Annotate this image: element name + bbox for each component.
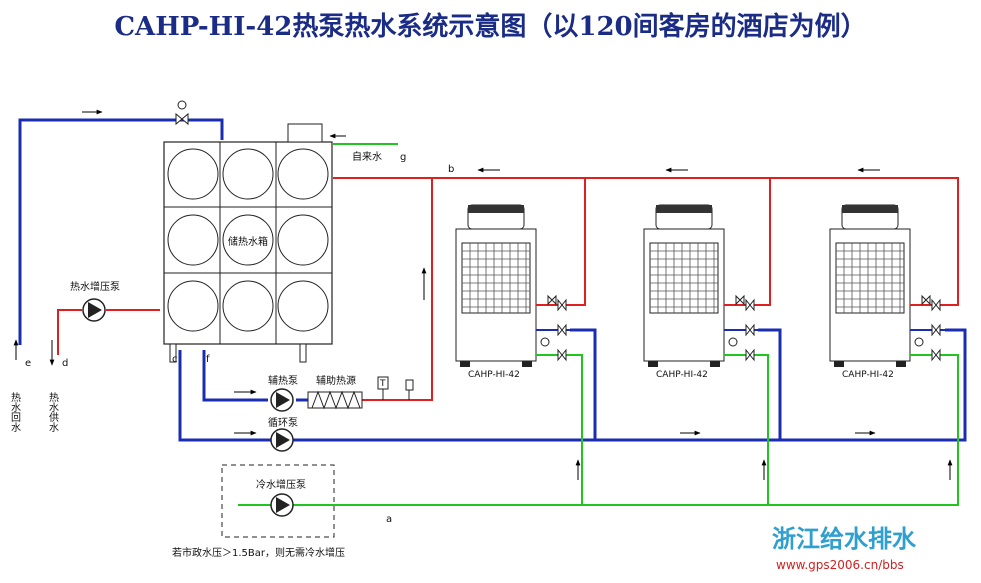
hot-supply-label: 热水供水 [47,391,59,432]
aux-heater-icon [307,390,363,410]
circ-pump-label: 循环泵 [268,416,298,429]
pipe-b-label: b [448,164,454,175]
aux-pump-icon [270,388,294,412]
brand-name: 浙江给水排水 [772,525,916,553]
unit-3-model: CAHP-HI-42 [842,370,894,380]
pipe-d-label: d [62,358,68,369]
t-sensor-label: T [379,379,386,389]
cold-boost-pump-icon [270,493,294,517]
hot-pipe-aux [362,178,433,401]
storage-tank [163,123,333,363]
valve-icon [175,100,189,126]
pressure-note: 若市政水压＞1.5Bar，则无需冷水增压 [172,546,345,559]
flow-switch-icon [405,379,414,400]
heat-pump-unit-1 [455,204,537,367]
circ-pipe-f [202,350,268,402]
diagram-title: CAHP-HI-42热泵热水系统示意图（以120间客房的酒店为例） [114,12,867,42]
tank-label: 储热水箱 [228,235,268,248]
pipe-a-label: a [386,514,392,525]
circ-pipe-c [178,328,967,442]
unit-valves [536,294,945,362]
cold-boost-box [221,464,335,538]
unit-1-model: CAHP-HI-42 [468,370,520,380]
pipe-g-label: g [400,152,406,163]
circ-pump-icon [270,428,294,452]
cold-pipe-a [238,354,959,506]
supply-pipe-d [57,309,82,355]
hot-boost-pump-icon [82,298,106,322]
unit-2-model: CAHP-HI-42 [656,370,708,380]
hot-boost-pump-label: 热水增压泵 [70,280,120,293]
heat-pump-unit-3 [829,204,911,367]
hot-pipe-b [333,177,959,306]
pipe-f-label: f [206,354,210,365]
hot-return-label: 热水回水 [9,391,21,432]
heat-pump-unit-2 [643,204,725,367]
brand-url[interactable]: www.gps2006.cn/bbs [776,558,904,572]
cold-boost-pump-label: 冷水增压泵 [256,478,306,491]
return-pipe-e [18,118,224,345]
pipe-c-label: c [172,354,178,365]
pipe-e-label: e [25,358,31,369]
tap-water-label: 自来水 [352,150,382,163]
aux-pump-label: 辅热泵 [268,374,298,387]
aux-heat-label: 辅助热源 [316,374,356,387]
temp-sensor-icon [377,376,389,400]
